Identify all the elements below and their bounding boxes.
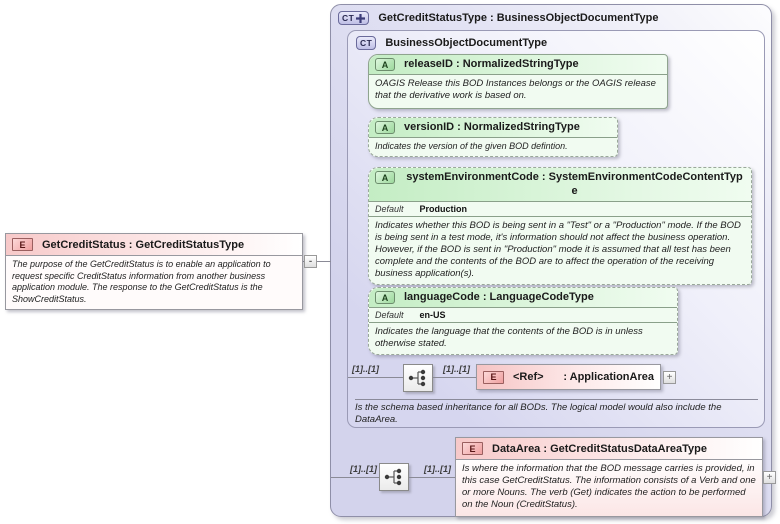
attribute-systemEnvironmentCode-annotation: Indicates whether this BOD is being sent… [375,219,741,280]
attribute-versionID-annotation: Indicates the version of the given BOD d… [375,140,568,151]
element-ref[interactable]: E <Ref> : ApplicationArea [476,364,661,390]
attribute-versionID-title: versionID : NormalizedStringType [404,121,580,133]
sequence-glyph-icon [408,369,426,387]
cardinality-label: [1]..[1] [424,464,451,474]
element-dataarea-body: Is where the information that the BOD me… [456,459,762,516]
connector-line [409,477,455,478]
element-dataarea-header: E DataArea : GetCreditStatusDataAreaType [456,438,762,459]
attribute-systemEnvironmentCode: A systemEnvironmentCode : SystemEnvironm… [368,167,752,286]
attribute-releaseID-header: A releaseID : NormalizedStringType [369,55,667,75]
default-value: Production [419,203,468,214]
default-label: Default [375,309,404,320]
default-label: Default [375,203,404,214]
attribute-systemEnvironmentCode-title: systemEnvironmentCode : SystemEnvironmen… [406,171,743,197]
complex-type-title: GetCreditStatusType : BusinessObjectDocu… [378,12,659,24]
base-type-badge-label: CT [360,38,373,48]
element-dataarea-title: DataArea : GetCreditStatusDataAreaType [492,442,707,455]
base-type-title: BusinessObjectDocumentType [385,37,548,49]
element-ref-header: E <Ref> : ApplicationArea [477,365,660,389]
element-getcreditstatus-body: The purpose of the GetCreditStatus is to… [6,255,302,309]
attribute-versionID: A versionID : NormalizedStringType Indic… [368,117,618,158]
attribute-releaseID-annotation: OAGIS Release this BOD Instances belongs… [375,77,656,101]
element-getcreditstatus[interactable]: E GetCreditStatus : GetCreditStatusType … [5,233,303,311]
sequence-compositor-icon [403,364,433,392]
connector-line [303,261,331,262]
annotation-separator [355,399,758,400]
sequence-compositor-icon [379,463,409,491]
connector-line [348,377,403,378]
attribute-languageCode-title: languageCode : LanguageCodeType [404,291,594,303]
default-value-row: Default Production [369,202,751,217]
cardinality-label: [1]..[1] [352,364,379,374]
element-icon: E [483,370,504,384]
sequence-glyph-icon [384,468,402,486]
element-dataarea[interactable]: E DataArea : GetCreditStatusDataAreaType… [455,437,763,517]
complex-type-badge-label: CT [342,13,355,23]
complex-type-header: CT GetCreditStatusType : BusinessObjectD… [338,11,659,25]
attribute-icon: A [375,121,395,134]
element-icon: E [12,238,33,251]
attribute-releaseID-title: releaseID : NormalizedStringType [404,58,579,70]
attribute-systemEnvironmentCode-header: A systemEnvironmentCode : SystemEnvironm… [369,168,751,202]
attribute-languageCode-annotation: Indicates the language that the contents… [375,325,643,349]
cardinality-label: [1]..[1] [350,464,377,474]
element-getcreditstatus-annotation: The purpose of the GetCreditStatus is to… [12,259,271,304]
attribute-languageCode: A languageCode : LanguageCodeType Defaul… [368,287,678,356]
default-value-row: Default en-US [369,308,677,323]
attribute-icon: A [375,58,395,71]
attribute-versionID-header: A versionID : NormalizedStringType [369,118,617,138]
connector-line [433,377,476,378]
expand-button[interactable]: + [763,471,776,484]
base-type-header: CT BusinessObjectDocumentType [356,36,547,50]
attribute-releaseID: A releaseID : NormalizedStringType OAGIS… [368,54,668,109]
element-getcreditstatus-header: E GetCreditStatus : GetCreditStatusType [6,234,302,255]
extension-plus-icon [356,13,366,23]
attribute-languageCode-header: A languageCode : LanguageCodeType [369,288,677,308]
collapse-button[interactable]: - [304,255,317,268]
base-type-annotation: Is the schema based inheritance for all … [355,402,722,426]
cardinality-label: [1]..[1] [443,364,470,374]
default-value: en-US [419,309,446,320]
element-dataarea-annotation: Is where the information that the BOD me… [462,463,756,511]
complex-type-badge: CT [338,11,370,25]
base-type-badge: CT [356,36,377,50]
element-ref-name: <Ref> [513,371,544,383]
attribute-icon: A [375,171,395,184]
attribute-icon: A [375,291,395,304]
element-ref-type: : ApplicationArea [563,371,654,383]
expand-button[interactable]: + [663,371,676,384]
element-getcreditstatus-title: GetCreditStatus : GetCreditStatusType [42,238,245,251]
element-icon: E [462,442,483,455]
connector-line [331,477,379,478]
